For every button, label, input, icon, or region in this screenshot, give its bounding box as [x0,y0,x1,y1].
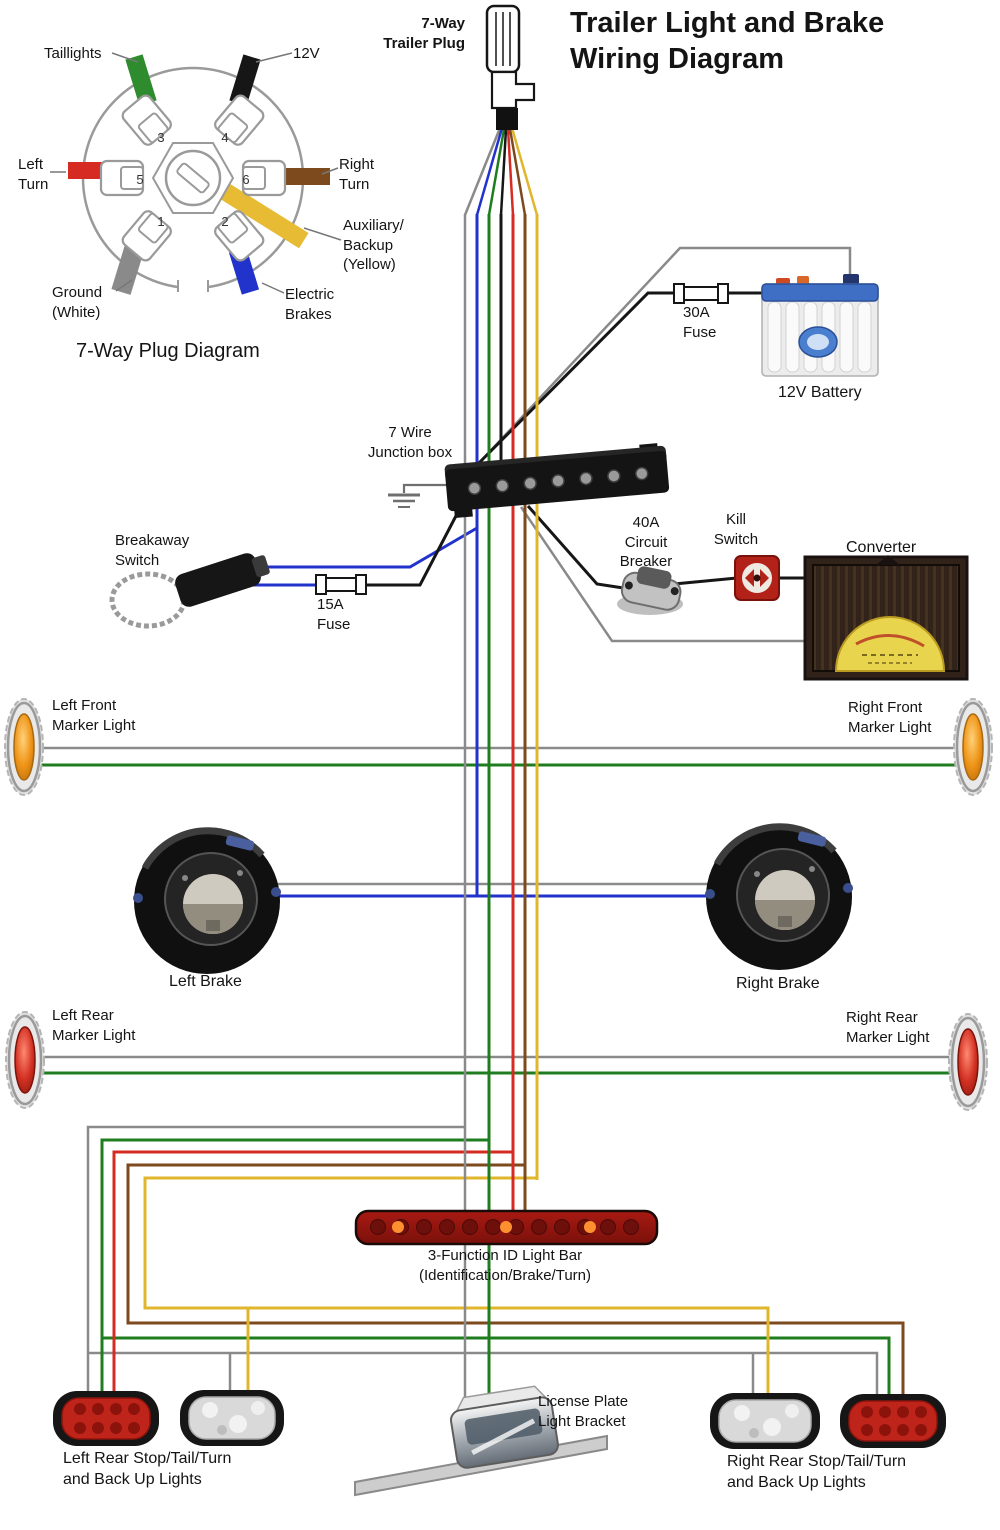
wire-rear-gray-cross [88,1351,879,1394]
plug-pin-numbers: 3 4 5 6 1 2 [136,130,249,229]
kill-switch-label: Kill Switch [713,511,759,548]
ground-symbol [388,483,452,508]
left-rear-marker-light [5,1011,45,1109]
trailer-plug-icon [485,4,536,130]
right-rear-marker-label: Right Rear Marker Light [846,1009,930,1046]
pin-2-label: 2 [221,214,228,229]
left-rear-stop-label: Left Rear Stop/Tail/Turn and Back Up Lig… [63,1450,232,1488]
circuit-breaker-40a [617,566,683,615]
converter-label: Converter [846,539,917,556]
breaker-40a-label: 40A Circuit Breaker [619,514,673,570]
plug-terminals [99,94,287,262]
junction-box [444,443,670,519]
trailer-plug-label: 7-Way Trailer Plug [383,15,465,52]
wire-rear-gray-run [86,1125,465,1394]
plug-wire-fan [463,127,539,216]
fuse-30a-label: 30A Fuse [683,304,717,341]
pin-4-label: 4 [221,130,228,145]
auxiliary-yellow-stub [207,175,309,249]
wire-battery-fused-black [468,291,676,474]
wire-rear-brown-run [126,1163,905,1394]
page-title: Trailer Light and Brake Wiring Diagram [570,7,885,75]
wire-rear-green-cross [102,1336,891,1394]
right-front-marker-label: Right Front Marker Light [848,699,932,736]
wire-rear-yellow-run [143,1176,770,1396]
junction-box-label: 7 Wire Junction box [367,424,453,461]
breakaway-switch-label: Breakaway Switch [115,532,190,569]
callout-left-turn: Left Turn [18,156,49,193]
battery-label: 12V Battery [778,384,862,401]
left-backup-light [180,1390,284,1446]
wire-rear-red-run [112,1150,513,1394]
converter-box [803,555,969,681]
aux-12v-black-stub [229,54,261,106]
id-light-bar [354,1209,659,1246]
right-rear-marker-light [948,1013,988,1111]
plug-center-hub [151,142,235,214]
pin-5-label: 5 [136,172,143,187]
callout-taillights: Taillights [44,45,102,62]
pin-6-label: 6 [242,172,249,187]
wire-rear-green-run [100,1138,489,1394]
ground-gray-stub [111,243,145,295]
pin-3-label: 3 [157,130,164,145]
callout-12v: 12V [293,45,320,62]
battery-12v [761,274,879,377]
plug-diagram-caption: 7-Way Plug Diagram [76,340,260,362]
left-front-marker-light [4,698,44,796]
wire-breaker-to-killswitch [673,576,738,586]
wire-fuse15-black [362,511,460,587]
right-rear-stop-label: Right Rear Stop/Tail/Turn and Back Up Li… [727,1453,907,1491]
fuse-15a-label: 15A Fuse [317,596,351,633]
light-bar-label: 3-Function ID Light Bar (Identification/… [418,1247,592,1284]
license-plate-label: License Plate Light Bracket [538,1393,629,1430]
callout-right-turn: Right Turn [339,156,375,193]
seven-way-plug-diagram: 3 4 5 6 1 2 [50,52,342,295]
right-front-marker-light [953,698,993,796]
fuse-30a-symbol [673,283,729,304]
wire-breaker-black [526,505,631,591]
left-brake-label: Left Brake [169,973,242,990]
pin-1-label: 1 [157,214,164,229]
right-brake-label: Right Brake [736,975,820,992]
taillights-green-stub [125,54,157,106]
callout-auxiliary: Auxiliary/ Backup (Yellow) [343,217,404,273]
left-front-marker-label: Left Front Marker Light [52,697,136,734]
callout-electric-brakes: Electric Brakes [285,286,335,323]
right-rear-stop-light [840,1394,946,1448]
left-rear-stop-light [53,1391,159,1446]
right-turn-brown-stub [286,168,330,185]
kill-switch [734,555,780,601]
breakaway-switch [109,553,270,629]
right-backup-light [710,1393,820,1449]
wire-converter-gray [519,506,805,643]
fuse-15a-symbol [315,574,367,595]
callout-leader-lines [50,52,342,294]
callout-ground: Ground (White) [52,284,103,321]
left-brake-drum [133,827,281,974]
wire-battery-positive-gray [479,246,852,463]
right-brake-drum [705,823,853,970]
license-plate-bracket [354,1385,608,1497]
left-rear-marker-label: Left Rear Marker Light [52,1007,136,1044]
wire-breakaway-blue-upper [250,526,478,569]
